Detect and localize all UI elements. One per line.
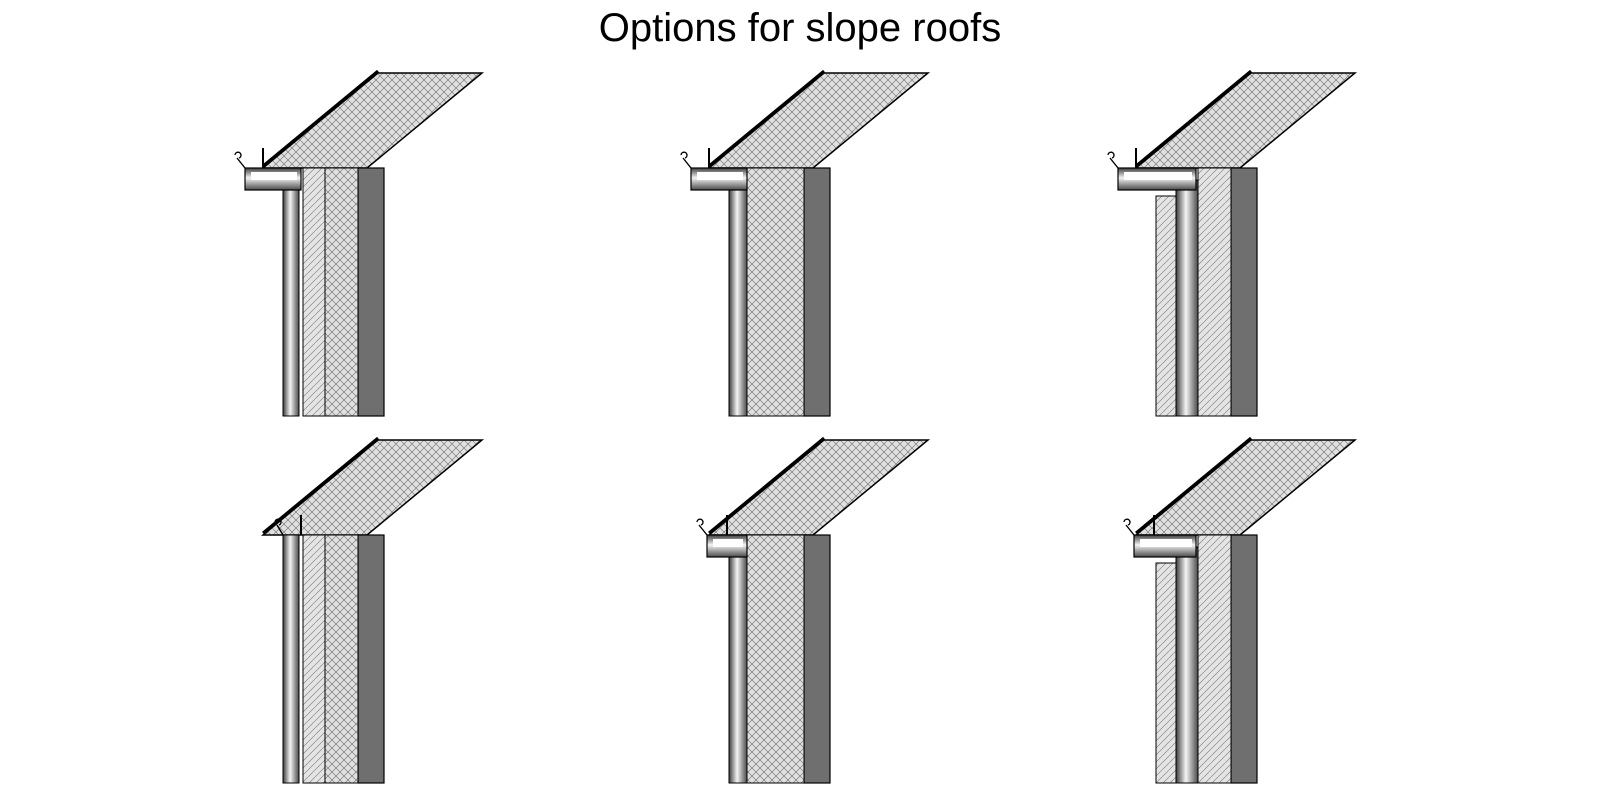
roof-slab bbox=[706, 439, 931, 536]
structural-wall bbox=[803, 167, 831, 417]
roof-slab bbox=[706, 72, 931, 169]
structural-wall bbox=[1230, 167, 1258, 417]
gutter-hook bbox=[234, 151, 246, 169]
insulation-layer bbox=[1197, 534, 1232, 784]
gutter-inner bbox=[251, 172, 297, 180]
roof-membrane bbox=[1135, 69, 1252, 168]
downpipe bbox=[1175, 546, 1199, 784]
insulation-layer-inner bbox=[324, 167, 359, 417]
cladding-layer bbox=[1155, 562, 1177, 784]
downpipe bbox=[282, 179, 300, 417]
gutter-inner bbox=[697, 172, 743, 180]
gutter-inner bbox=[1124, 172, 1192, 180]
roof-slab bbox=[260, 72, 485, 169]
structural-wall bbox=[357, 534, 385, 784]
insulation-layer-outer bbox=[302, 167, 326, 417]
roof-slab bbox=[1133, 72, 1358, 169]
downpipe bbox=[1175, 179, 1199, 417]
insulation-layer-inner bbox=[324, 534, 359, 784]
roof-detail-3 bbox=[1107, 69, 1358, 417]
cladding-layer bbox=[1155, 195, 1177, 417]
roof-detail-1 bbox=[234, 69, 485, 417]
gutter-inner bbox=[713, 539, 743, 547]
gutter-hook bbox=[1107, 151, 1119, 169]
downpipe bbox=[728, 179, 748, 417]
insulation-layer-outer bbox=[302, 534, 326, 784]
roof-detail-4 bbox=[260, 436, 485, 784]
insulation-layer bbox=[1197, 167, 1232, 417]
gutter-hook bbox=[680, 151, 692, 169]
page-title: Options for slope roofs bbox=[598, 6, 1002, 50]
roof-detail-6 bbox=[1123, 436, 1358, 784]
roof-membrane bbox=[1135, 436, 1252, 535]
downpipe bbox=[282, 534, 300, 784]
insulation-layer bbox=[746, 534, 805, 784]
insulation-layer bbox=[746, 167, 805, 417]
roof-membrane bbox=[708, 436, 825, 535]
gutter-hook bbox=[696, 518, 708, 536]
gutter-inner bbox=[1140, 539, 1192, 547]
gutter-hook bbox=[1123, 518, 1135, 536]
structural-wall bbox=[803, 534, 831, 784]
downpipe bbox=[728, 546, 748, 784]
gutter-hook bbox=[274, 518, 284, 536]
structural-wall bbox=[1230, 534, 1258, 784]
roof-slab bbox=[260, 439, 485, 536]
structural-wall bbox=[357, 167, 385, 417]
roof-membrane bbox=[262, 436, 379, 535]
roof-detail-5 bbox=[696, 436, 931, 784]
roof-membrane bbox=[708, 69, 825, 168]
roof-detail-2 bbox=[680, 69, 931, 417]
roof-slab bbox=[1133, 439, 1358, 536]
roof-membrane bbox=[262, 69, 379, 168]
